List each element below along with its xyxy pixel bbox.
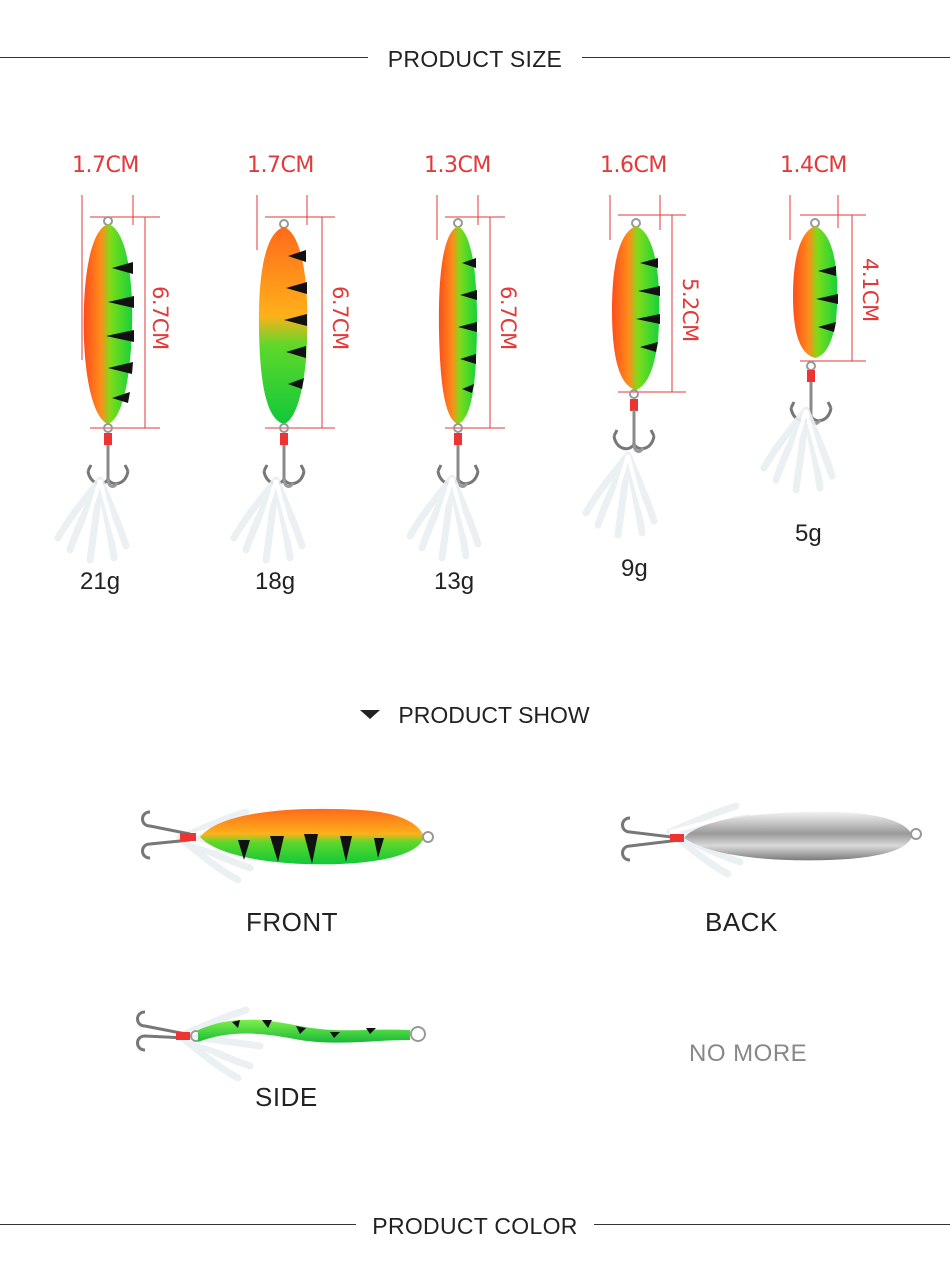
back-label: BACK (705, 907, 778, 937)
length-label-5g: 4.1CM (858, 258, 882, 322)
lure-side-view (136, 1010, 426, 1078)
weight-label-13g: 13g (434, 568, 475, 595)
weight-label-5g: 5g (795, 520, 822, 547)
header-rule-right (590, 1224, 950, 1225)
product-show-title: PRODUCT SHOW (398, 702, 590, 728)
width-label-5g: 1.4CM (780, 153, 847, 178)
length-label-21g: 6.7CM (148, 286, 172, 350)
weight-label-9g: 9g (621, 555, 648, 582)
triangle-down-icon (360, 710, 381, 720)
product-size-title: PRODUCT SIZE (371, 46, 579, 72)
lure-9g (586, 195, 686, 535)
product-color-header: PRODUCT COLOR (0, 1205, 950, 1245)
width-label-13g: 1.3CM (424, 153, 491, 178)
header-rule-left (0, 1224, 358, 1225)
lure-21g (58, 195, 160, 560)
product-size-header: PRODUCT SIZE (0, 38, 950, 78)
weight-label-18g: 18g (255, 568, 296, 595)
lure-back-view (621, 806, 922, 874)
header-rule-left (0, 57, 368, 58)
length-label-9g: 5.2CM (678, 278, 702, 342)
lure-18g (234, 195, 335, 560)
side-label: SIDE (255, 1082, 318, 1112)
product-color-title: PRODUCT COLOR (356, 1213, 594, 1239)
length-label-13g: 6.7CM (496, 286, 520, 350)
width-label-21g: 1.7CM (72, 153, 139, 178)
weight-label-21g: 21g (80, 568, 121, 595)
product-show-header: PRODUCT SHOW (0, 702, 950, 729)
width-label-18g: 1.7CM (247, 153, 314, 178)
no-more-label: NO MORE (689, 1040, 808, 1067)
width-label-9g: 1.6CM (600, 153, 667, 178)
header-rule-right (582, 57, 950, 58)
front-label: FRONT (246, 907, 339, 937)
lure-front-view (141, 809, 434, 880)
lure-13g (410, 195, 505, 558)
lure-5g (764, 195, 866, 490)
length-label-18g: 6.7CM (328, 286, 352, 350)
